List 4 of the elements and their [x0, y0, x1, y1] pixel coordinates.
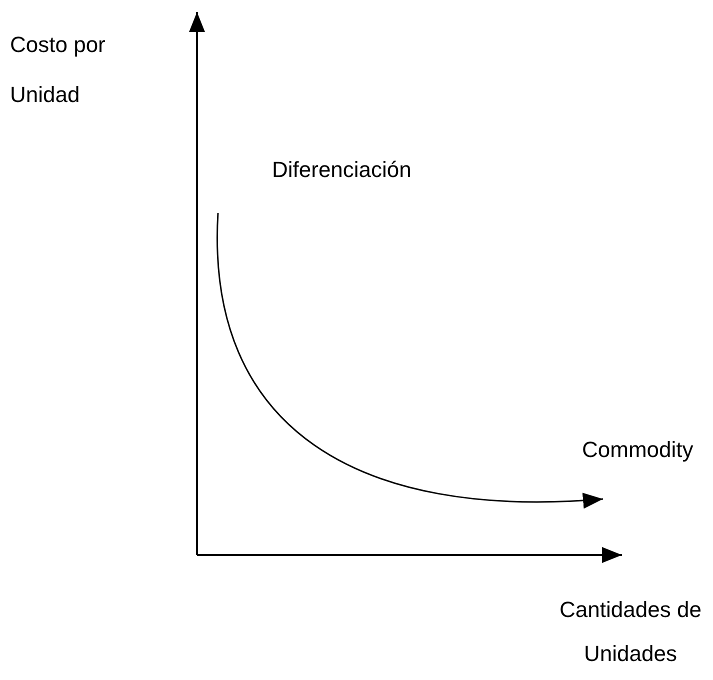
axis-label: Costo por Unidad: [10, 31, 106, 109]
curve-label: Diferenciación: [272, 156, 412, 184]
curve-label: Commodity: [582, 436, 694, 464]
axis-label: Cantidades de Unidades: [558, 596, 702, 668]
